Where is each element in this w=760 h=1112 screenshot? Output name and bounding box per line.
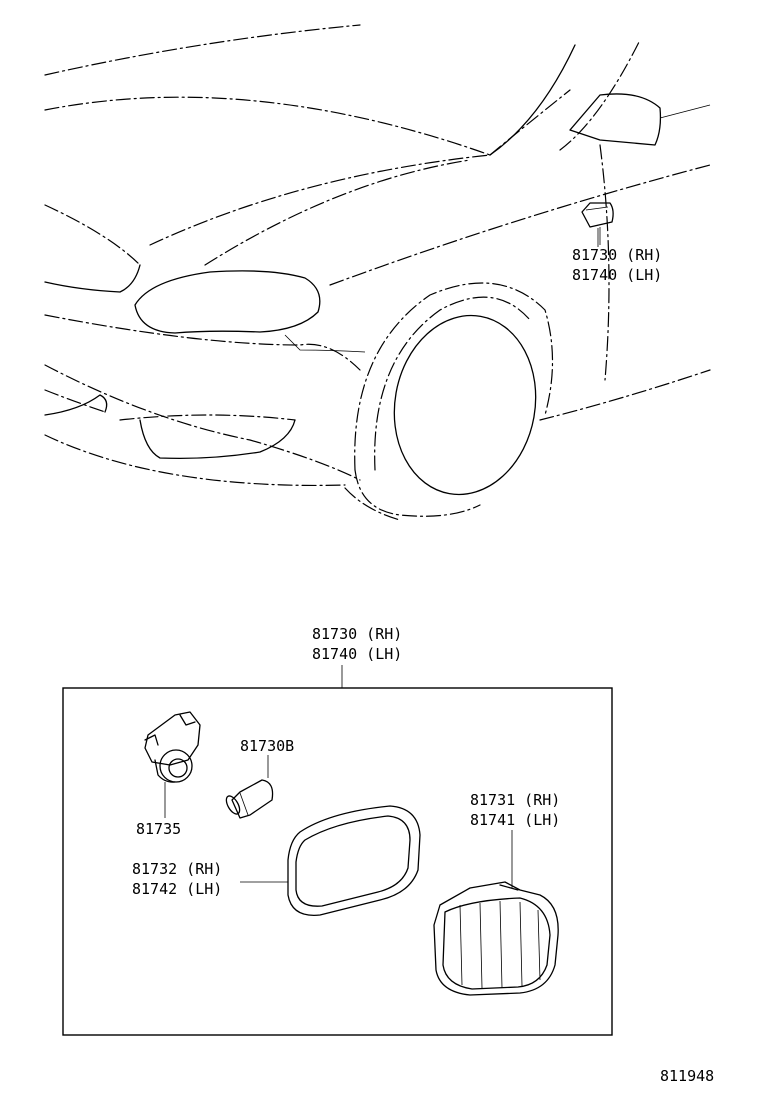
socket-label: 81735 xyxy=(136,820,181,838)
socket-illustration xyxy=(144,711,201,818)
vehicle-callout-label: 81730 (RH) 81740 (LH) xyxy=(572,246,662,284)
assembly-frame xyxy=(62,687,613,1036)
assembly-part-lh: 81740 (LH) xyxy=(312,645,402,663)
diagram-id: 811948 xyxy=(660,1067,714,1085)
gasket-illustration xyxy=(240,805,421,916)
lens-illustration xyxy=(433,830,559,996)
lens-label-lh: 81741 (LH) xyxy=(470,811,560,829)
callout-part-lh: 81740 (LH) xyxy=(572,266,662,284)
assembly-header-label: 81730 (RH) 81740 (LH) xyxy=(312,625,402,688)
assembly-part-rh: 81730 (RH) xyxy=(312,625,402,643)
lens-label-rh: 81731 (RH) xyxy=(470,791,560,809)
vehicle-front-illustration xyxy=(44,24,711,521)
callout-part-rh: 81730 (RH) xyxy=(572,246,662,264)
gasket-label-lh: 81742 (LH) xyxy=(132,880,222,898)
bulb-label: 81730B xyxy=(240,737,294,755)
gasket-label-rh: 81732 (RH) xyxy=(132,860,222,878)
bulb-illustration xyxy=(225,755,274,819)
